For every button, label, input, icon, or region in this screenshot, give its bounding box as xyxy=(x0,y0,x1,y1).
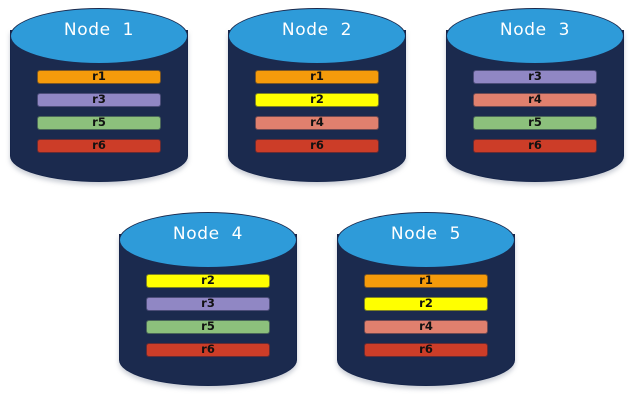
replica-bar-r6[interactable]: r6 xyxy=(473,139,597,153)
replica-bar-r1[interactable]: r1 xyxy=(37,70,161,84)
replica-label: r2 xyxy=(419,296,433,311)
cylinder-top-ellipse xyxy=(119,212,297,268)
replica-stack: r3 r4 r5 r6 xyxy=(446,70,624,153)
replica-label: r5 xyxy=(201,319,215,334)
replica-bar-r3[interactable]: r3 xyxy=(37,93,161,107)
node-label: Node 3 xyxy=(499,20,571,40)
replica-label: r1 xyxy=(419,273,433,288)
replica-bar-r5[interactable]: r5 xyxy=(473,116,597,130)
replica-bar-r6[interactable]: r6 xyxy=(37,139,161,153)
replica-label: r3 xyxy=(528,69,542,84)
database-node-4[interactable]: Node 4 r2 r3 r5 r6 xyxy=(119,212,297,400)
replica-label: r6 xyxy=(528,138,542,153)
replica-bar-r3[interactable]: r3 xyxy=(146,297,270,311)
replica-bar-r4[interactable]: r4 xyxy=(255,116,379,130)
replica-label: r1 xyxy=(92,69,106,84)
cylinder-top-ellipse xyxy=(10,8,188,64)
node-label: Node 5 xyxy=(390,224,462,244)
replica-bar-r3[interactable]: r3 xyxy=(473,70,597,84)
replica-bar-r1[interactable]: r1 xyxy=(255,70,379,84)
replica-bar-r1[interactable]: r1 xyxy=(364,274,488,288)
replica-bar-r2[interactable]: r2 xyxy=(255,93,379,107)
replica-label: r3 xyxy=(201,296,215,311)
replica-label: r4 xyxy=(528,92,542,107)
replica-bar-r2[interactable]: r2 xyxy=(146,274,270,288)
cylinder-top-ellipse xyxy=(337,212,515,268)
node-label: Node 1 xyxy=(63,20,135,40)
replica-stack: r1 r2 r4 r6 xyxy=(337,274,515,357)
replica-label: r6 xyxy=(92,138,106,153)
cylinder-top-ellipse xyxy=(228,8,406,64)
replica-label: r6 xyxy=(419,342,433,357)
replica-label: r4 xyxy=(310,115,324,130)
replica-bar-r5[interactable]: r5 xyxy=(37,116,161,130)
replica-stack: r1 r2 r4 r6 xyxy=(228,70,406,153)
replica-label: r2 xyxy=(310,92,324,107)
replica-bar-r5[interactable]: r5 xyxy=(146,320,270,334)
replica-bar-r4[interactable]: r4 xyxy=(473,93,597,107)
replica-label: r6 xyxy=(201,342,215,357)
cylinder-top-ellipse xyxy=(446,8,624,64)
node-label: Node 4 xyxy=(172,224,244,244)
replica-label: r4 xyxy=(419,319,433,334)
replica-stack: r2 r3 r5 r6 xyxy=(119,274,297,357)
database-node-1[interactable]: Node 1 r1 r3 r5 r6 xyxy=(10,8,188,196)
replica-label: r2 xyxy=(201,273,215,288)
replica-bar-r2[interactable]: r2 xyxy=(364,297,488,311)
replica-label: r6 xyxy=(310,138,324,153)
replica-bar-r6[interactable]: r6 xyxy=(255,139,379,153)
replica-label: r5 xyxy=(528,115,542,130)
replica-stack: r1 r3 r5 r6 xyxy=(10,70,188,153)
replica-bar-r4[interactable]: r4 xyxy=(364,320,488,334)
database-node-2[interactable]: Node 2 r1 r2 r4 r6 xyxy=(228,8,406,196)
replica-label: r3 xyxy=(92,92,106,107)
database-node-3[interactable]: Node 3 r3 r4 r5 r6 xyxy=(446,8,624,196)
replica-label: r5 xyxy=(92,115,106,130)
replica-bar-r6[interactable]: r6 xyxy=(364,343,488,357)
replica-label: r1 xyxy=(310,69,324,84)
replica-bar-r6[interactable]: r6 xyxy=(146,343,270,357)
node-label: Node 2 xyxy=(281,20,353,40)
database-node-5[interactable]: Node 5 r1 r2 r4 r6 xyxy=(337,212,515,400)
